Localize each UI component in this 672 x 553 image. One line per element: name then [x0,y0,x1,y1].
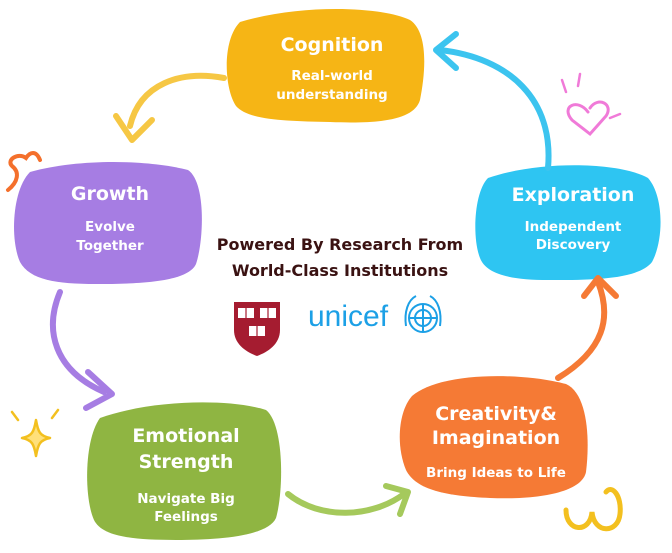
arrowhead-emotional [83,369,115,411]
arrow-creativity-to-exploration [555,279,608,381]
arrowhead-exploration [581,275,619,299]
arrow-growth-to-emotional [50,289,107,395]
arrowhead-creativity [383,483,411,517]
exploration-title: Exploration [511,184,635,206]
cognition-subtitle-line1: Real-world [291,68,373,84]
emotional-blob [87,402,282,540]
heart-sparkle-icon [560,72,622,120]
exploration-blob [475,165,661,280]
harvard-shield-logo [234,302,280,356]
growth-subtitle-line2: Together [76,238,144,254]
squiggle-doodle-icon [6,151,42,192]
emotional-title-line2: Strength [138,451,234,473]
creativity-blob [399,376,588,499]
exploration-subtitle-line2: Discovery [535,237,611,253]
creativity-title-line1: Creativity& [435,403,557,425]
star-sparkle-icon [10,408,60,422]
growth-blob [14,162,202,284]
emotional-subtitle-line2: Feelings [154,509,218,525]
emotional-title-line1: Emotional [132,425,240,447]
creativity-subtitle: Bring Ideas to Life [426,465,566,481]
arrowhead-growth [113,113,155,143]
center-heading-line2: World-Class Institutions [231,261,449,280]
heart-doodle-icon [566,100,610,137]
arrowhead-cognition [433,31,459,71]
cognition-subtitle-line2: understanding [276,87,388,103]
arrow-emotional-to-creativity [285,491,407,516]
arrow-cognition-to-growth [127,72,227,129]
center-heading-line1: Powered By Research From [216,235,464,254]
growth-title: Growth [70,183,150,205]
unicef-logo-text: unicef [308,300,389,333]
squiggle-w-doodle-icon [563,487,623,532]
emotional-subtitle-line1: Navigate Big [137,491,235,507]
unicef-emblem-logo [404,295,442,333]
creativity-title-line2: Imagination [431,427,561,449]
arrow-exploration-to-cognition [437,47,552,171]
star-doodle-icon [20,418,52,458]
cognition-title: Cognition [280,34,384,56]
growth-subtitle-line1: Evolve [85,219,135,235]
exploration-subtitle-line1: Independent [524,219,622,235]
cognition-blob [226,9,425,123]
